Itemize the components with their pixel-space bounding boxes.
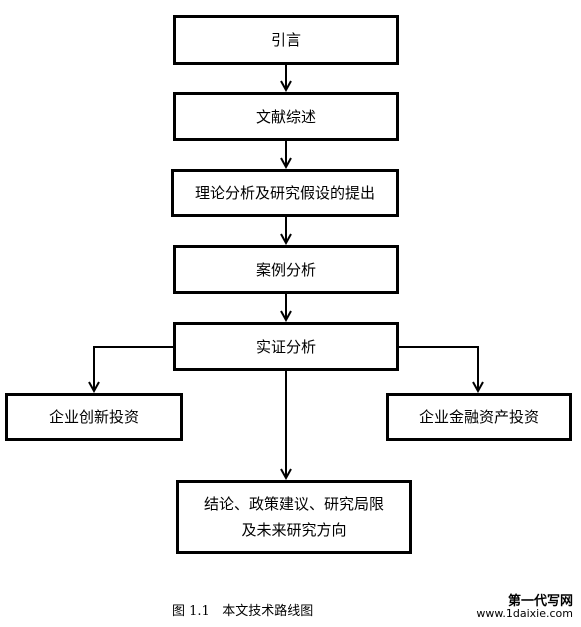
node-conclusion: 结论、政策建议、研究局限 及未来研究方向 <box>176 480 412 554</box>
node-conclusion-line2: 及未来研究方向 <box>241 521 347 539</box>
node-financial-asset-investment: 企业金融资产投资 <box>386 393 572 441</box>
node-theory-hypotheses: 理论分析及研究假设的提出 <box>171 169 399 217</box>
watermark-title: 第一代写网 <box>507 594 573 609</box>
node-innovation-investment: 企业创新投资 <box>5 393 183 441</box>
node-case-analysis-label: 案例分析 <box>255 260 316 279</box>
node-intro-label: 引言 <box>270 31 301 49</box>
node-empirical-analysis-label: 实证分析 <box>255 337 316 356</box>
node-theory-hypotheses-label: 理论分析及研究假设的提出 <box>194 184 375 202</box>
node-financial-asset-investment-label: 企业金融资产投资 <box>418 408 539 426</box>
node-intro: 引言 <box>173 15 399 65</box>
figure-caption: 图 1.1 本文技术路线图 <box>172 604 314 619</box>
node-empirical-analysis: 实证分析 <box>173 322 399 371</box>
node-literature-review-label: 文献综述 <box>255 107 316 126</box>
node-innovation-investment-label: 企业创新投资 <box>48 408 139 426</box>
node-case-analysis: 案例分析 <box>173 245 399 294</box>
node-literature-review: 文献综述 <box>173 92 399 141</box>
node-conclusion-line1: 结论、政策建议、研究局限 <box>203 495 384 513</box>
watermark-url: www.1daixie.com <box>476 607 573 620</box>
arrow-empirical-to-financial <box>399 346 478 391</box>
arrow-empirical-to-innovation <box>94 346 173 391</box>
